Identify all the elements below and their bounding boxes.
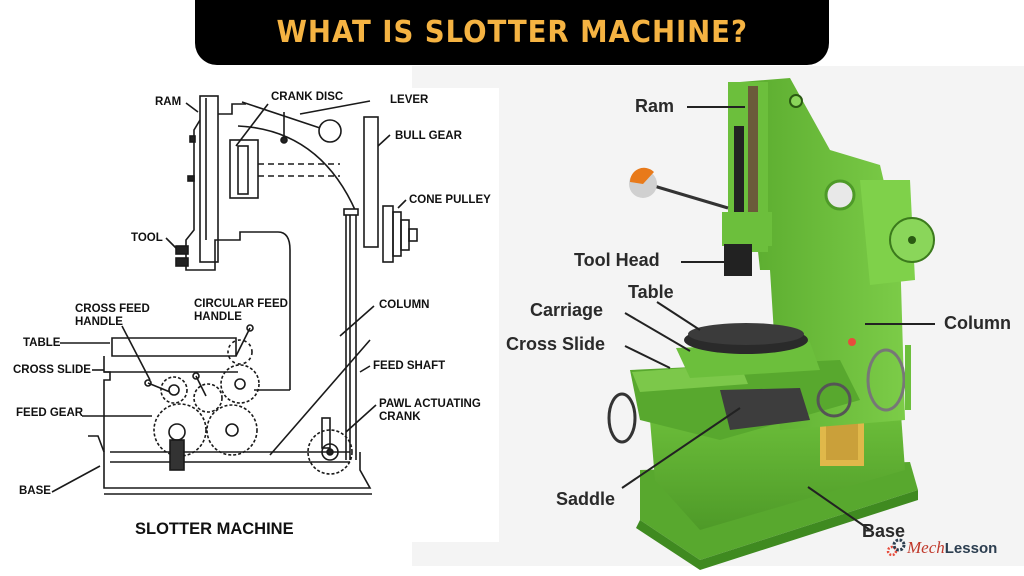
logo-lesson-text: Lesson [944, 539, 998, 557]
photo-label-saddle: Saddle [556, 489, 616, 509]
diagram-caption: SLOTTER MACHINE [135, 520, 294, 538]
diagram-label-cross-feed-handle: CROSS FEED HANDLE [75, 303, 150, 329]
diagram-label-bull-gear: BULL GEAR [395, 130, 462, 142]
diagram-panel [0, 88, 499, 542]
cross-feed-line-2: HANDLE [75, 316, 123, 328]
diagram-label-ram: RAM [155, 96, 182, 108]
diagram-label-column: COLUMN [379, 299, 430, 311]
photo-label-base: Base [862, 521, 906, 541]
diagram-label-feed-gear: FEED GEAR [16, 407, 84, 419]
photo-label-tool-head: Tool Head [574, 250, 660, 270]
gear-icon [886, 538, 906, 557]
diagram-label-feed-shaft: FEED SHAFT [373, 360, 446, 372]
diagram-label-cone-pulley: CONE PULLEY [409, 194, 491, 206]
diagram-label-table: TABLE [23, 337, 61, 349]
mechlesson-logo: Mech Lesson [885, 538, 997, 558]
title-banner: WHAT IS SLOTTER MACHINE? [195, 0, 829, 65]
diagram-label-lever: LEVER [390, 94, 429, 106]
photo-label-ram: Ram [635, 96, 675, 116]
circular-feed-line-2: HANDLE [194, 311, 242, 323]
page-title: WHAT IS SLOTTER MACHINE? [276, 15, 748, 50]
diagram-label-tool: TOOL [131, 232, 163, 244]
photo-label-carriage: Carriage [530, 300, 604, 320]
circular-feed-line-1: CIRCULAR FEED [194, 298, 288, 310]
diagram-label-crank-disc: CRANK DISC [271, 91, 344, 103]
photo-label-column: Column [944, 313, 1011, 333]
diagram-label-circular-feed-handle: CIRCULAR FEED HANDLE [194, 298, 288, 324]
diagram-label-cross-slide: CROSS SLIDE [13, 364, 91, 376]
logo-mech-text: Mech [907, 538, 945, 557]
photo-label-cross-slide: Cross Slide [506, 334, 606, 354]
diagram-label-base: BASE [19, 485, 51, 497]
pawl-line-1: PAWL ACTUATING [379, 398, 481, 410]
cross-feed-line-1: CROSS FEED [75, 303, 150, 315]
photo-label-table: Table [628, 282, 674, 302]
pawl-line-2: CRANK [379, 411, 421, 423]
diagram-label-pawl-actuating-crank: PAWL ACTUATING CRANK [379, 398, 481, 424]
